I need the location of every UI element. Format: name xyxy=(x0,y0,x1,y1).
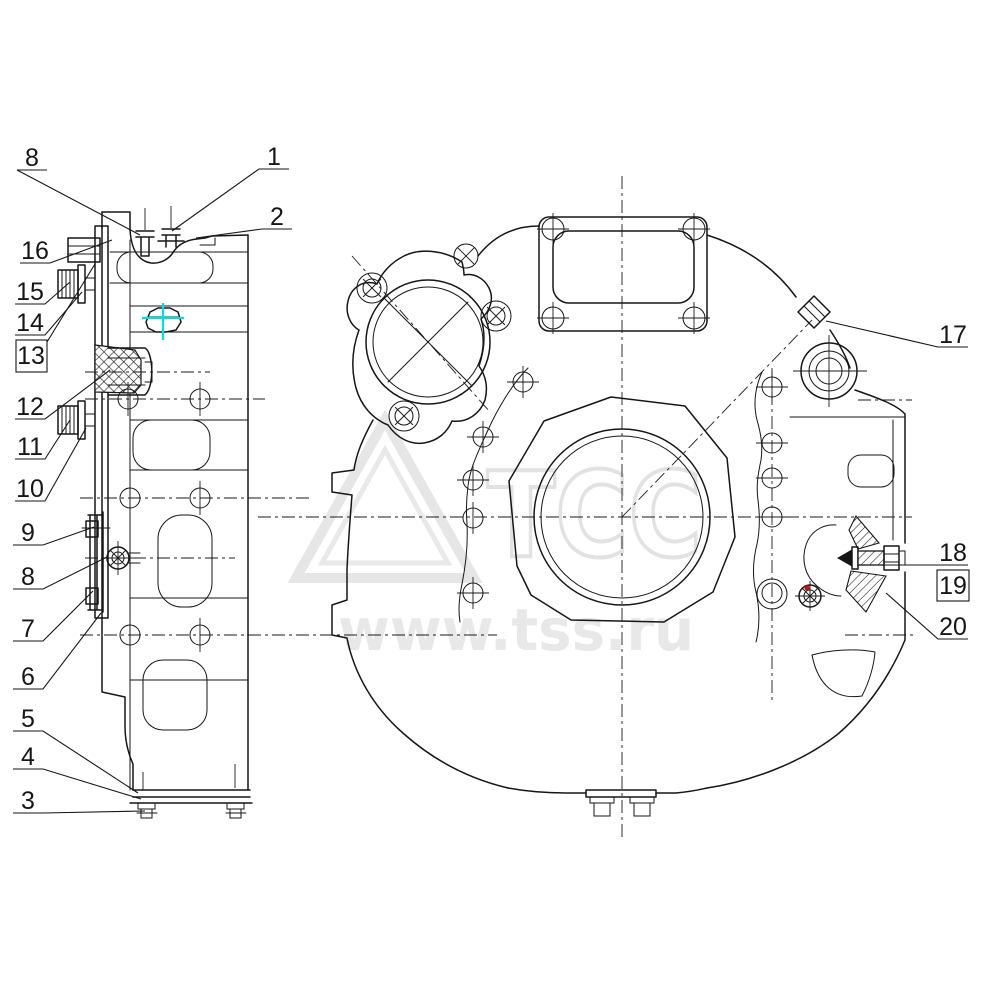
callout-leader-1 xyxy=(171,168,289,232)
callout-label-3: 3 xyxy=(21,787,35,815)
lobe-diagonal-centerline xyxy=(351,255,491,413)
callout-label-5: 5 xyxy=(21,705,35,733)
central-bore xyxy=(508,396,736,623)
port-boss xyxy=(793,335,867,407)
callout-leader-5 xyxy=(13,730,139,794)
callout-label-15: 15 xyxy=(16,278,44,306)
callout-label-7: 7 xyxy=(21,615,35,643)
callout-leader-8 xyxy=(16,169,141,236)
top-bolt-left xyxy=(135,208,155,257)
bottom-flange xyxy=(507,787,708,817)
callout-label-6: 6 xyxy=(21,663,35,691)
top-flange xyxy=(537,213,710,334)
callout-label-16: 16 xyxy=(21,237,49,265)
callout-leader-13 xyxy=(46,263,96,343)
callout-leader-2 xyxy=(195,228,292,239)
callout-leader-4 xyxy=(13,768,142,800)
callout-leader-16 xyxy=(20,239,113,264)
marked-bolt xyxy=(795,581,825,611)
callout-label-8: 8 xyxy=(25,144,39,172)
callout-leader-11 xyxy=(15,419,71,460)
side-view xyxy=(57,206,497,819)
callout-leader-9 xyxy=(13,526,95,546)
side-view-centerlines xyxy=(80,382,497,652)
callout-leader-8 xyxy=(13,556,108,590)
callout-label-13: 13 xyxy=(17,342,45,370)
callout-label-20: 20 xyxy=(939,613,967,641)
callout-label-9: 9 xyxy=(21,519,35,547)
callout-label-19: 19 xyxy=(939,572,967,600)
watermark-triangle-icon xyxy=(287,409,483,583)
callout-box-13 xyxy=(15,339,48,373)
callout-box-19 xyxy=(936,569,970,602)
callout-label-4: 4 xyxy=(21,743,35,771)
top-bolt-right xyxy=(157,206,185,248)
watermark-triangle-inner-icon xyxy=(317,444,453,566)
callout-leader-15 xyxy=(15,281,71,305)
port-band xyxy=(797,295,831,329)
callout-label-18: 18 xyxy=(939,539,967,567)
watermark-logo-text: ТСС xyxy=(487,446,702,584)
bolt-column-right xyxy=(753,368,788,700)
callout-leader-10 xyxy=(15,427,87,502)
callout-leader-3 xyxy=(13,810,146,814)
callout-label-17: 17 xyxy=(939,321,967,349)
callout-leader-14 xyxy=(15,291,83,336)
watermark: ТСС www.tss.ru xyxy=(287,409,704,664)
callout-leader-12 xyxy=(15,369,111,420)
bolt-column-left xyxy=(457,366,539,623)
callout-leader-7 xyxy=(13,590,94,642)
callout-label-2: 2 xyxy=(270,203,284,231)
watermark-url-text: www.tss.ru xyxy=(338,596,694,664)
red-marker-dot xyxy=(804,585,810,591)
callout-label-11: 11 xyxy=(17,433,43,461)
knurled-plug-lower xyxy=(57,400,96,440)
callout-label-14: 14 xyxy=(16,309,44,337)
callout-leader-17 xyxy=(825,320,968,348)
mounting-plate xyxy=(94,225,109,619)
callout-label-1: 1 xyxy=(267,143,281,171)
callout-leader-6 xyxy=(13,612,102,690)
callout-label-10: 10 xyxy=(16,475,44,503)
highlighted-plug xyxy=(142,303,184,340)
pump-flange-lobe xyxy=(346,243,512,445)
front-view xyxy=(258,176,915,840)
callout-label-8: 8 xyxy=(21,563,35,591)
callout-label-12: 12 xyxy=(16,393,44,421)
callout-leader-20 xyxy=(885,592,968,640)
diagonal-centerline xyxy=(621,319,813,518)
threaded-boss xyxy=(85,344,210,396)
